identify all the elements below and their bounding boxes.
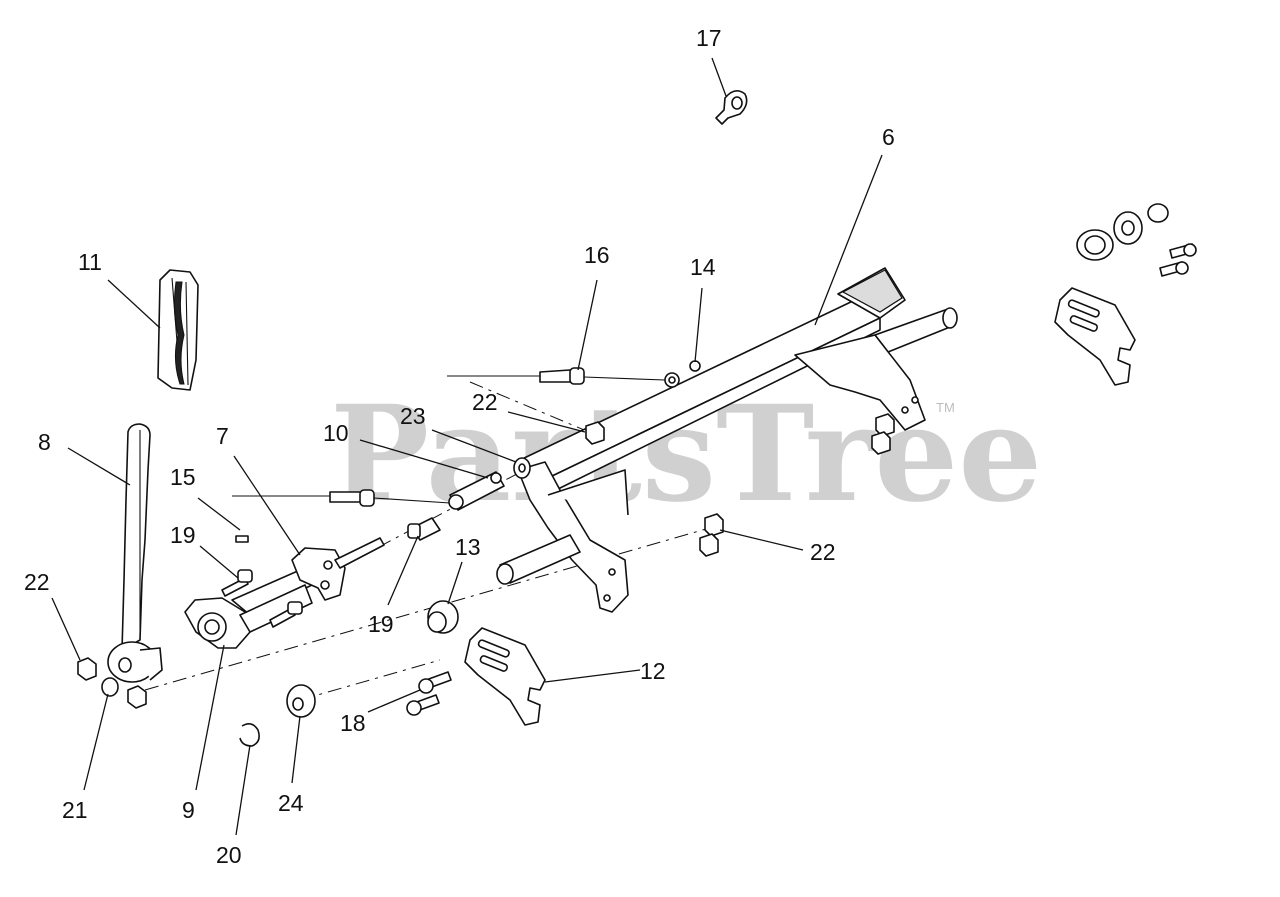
callout-15: 15	[170, 464, 196, 490]
part-10-cable-lower	[232, 471, 505, 511]
part-22-nuts	[77, 413, 895, 709]
callout-18: 18	[340, 710, 366, 736]
part-21-retaining-ring	[101, 677, 119, 697]
callout-6: 6	[882, 124, 895, 150]
callout-labels: 17 6 16 14 11 22 23 10 8 7 15 19 13 22 2…	[24, 25, 895, 868]
part-19-bolt-left	[221, 569, 303, 628]
callout-11: 11	[78, 249, 102, 275]
callout-16: 16	[584, 242, 610, 268]
callout-17: 17	[696, 25, 722, 51]
watermark-trademark: TM	[936, 400, 955, 415]
callout-22-right: 22	[810, 539, 836, 565]
callout-22-center: 22	[472, 389, 498, 415]
part-14-clip	[689, 360, 701, 372]
callout-23: 23	[400, 403, 426, 429]
part-13-bushing	[427, 600, 459, 634]
part-16-cable-upper	[447, 367, 680, 388]
pivot-pin	[496, 534, 581, 585]
callout-22-left: 22	[24, 569, 50, 595]
part-6-bracket-plate	[517, 461, 629, 613]
part-20-retaining-ring	[239, 722, 260, 747]
callout-19-center: 19	[368, 611, 394, 637]
part-6-shift-rod	[519, 267, 958, 493]
callout-10: 10	[323, 420, 349, 446]
callout-8: 8	[38, 429, 51, 455]
callout-13: 13	[455, 534, 481, 560]
callout-19-left: 19	[170, 522, 196, 548]
part-12-latch-plate	[464, 627, 546, 726]
part-24-washer	[286, 684, 316, 718]
part-12-latch-plate-detail	[1054, 203, 1197, 386]
part-23-spacer	[513, 457, 531, 479]
callout-12: 12	[640, 658, 666, 684]
callout-24: 24	[278, 790, 304, 816]
part-18-rivets	[406, 671, 452, 716]
callout-20: 20	[216, 842, 242, 868]
part-11-handle-grip	[157, 269, 199, 391]
leader-lines	[51, 57, 883, 836]
callout-14: 14	[690, 254, 716, 280]
part-17-cable-clamp	[715, 90, 748, 125]
part-8-shift-handle	[107, 423, 163, 683]
part-7-detent-bracket	[291, 537, 385, 601]
part-15-pin	[235, 535, 249, 543]
part-9-pivot-bracket	[184, 569, 313, 649]
callout-7: 7	[216, 423, 229, 449]
callout-9: 9	[182, 797, 195, 823]
callout-21: 21	[62, 797, 88, 823]
